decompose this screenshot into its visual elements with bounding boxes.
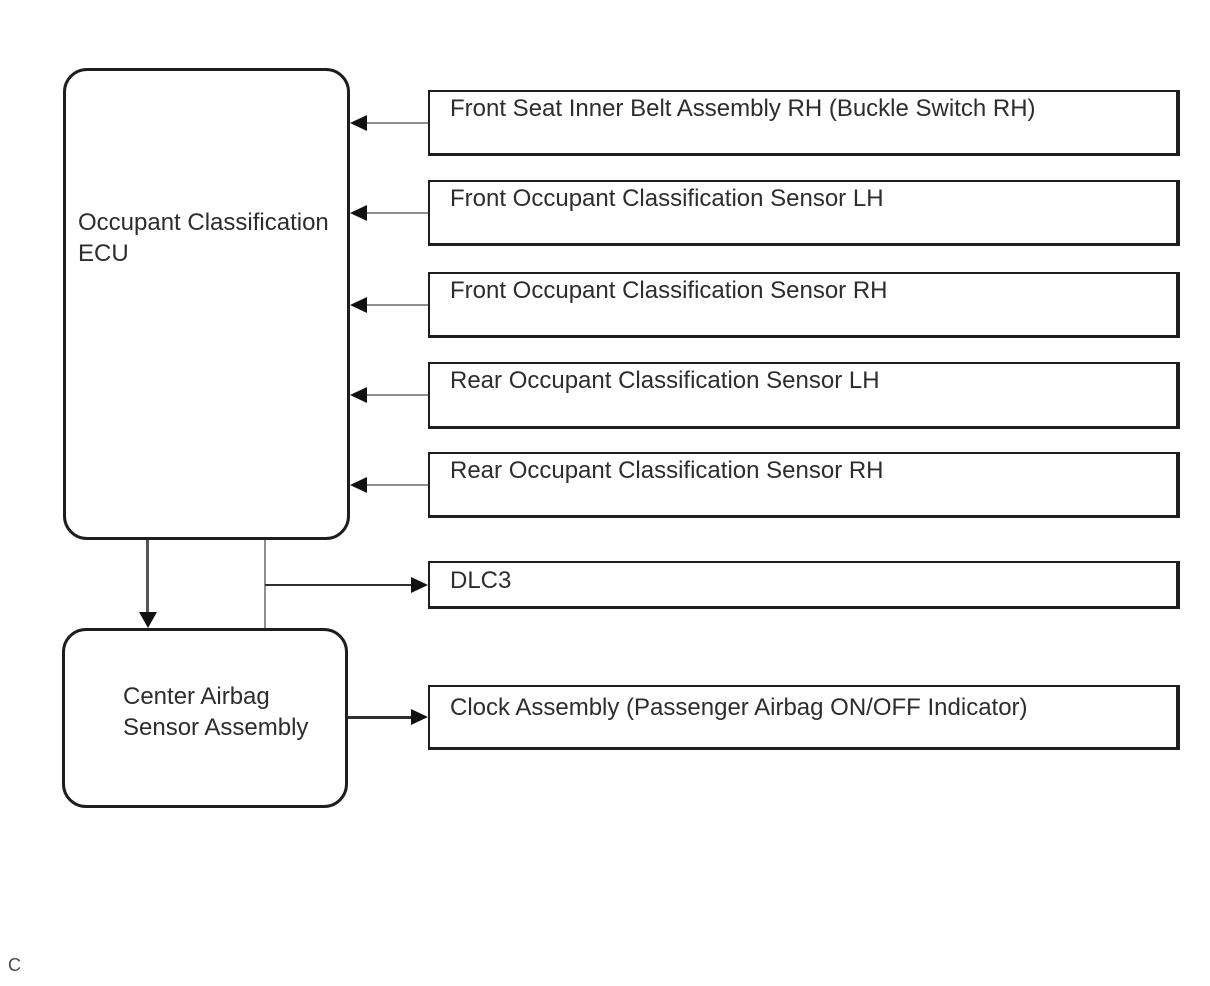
connector-to-dlc3 (265, 584, 413, 586)
arrowhead-right-icon (411, 709, 428, 725)
connector-ecu-to-cas (146, 540, 149, 614)
center-airbag-sensor-label: Center Airbag Sensor Assembly (123, 683, 309, 741)
connector-front-occupant-rh (364, 304, 428, 306)
center-airbag-sensor-box: Center Airbag Sensor Assembly (62, 628, 348, 808)
box-front-occupant-sensor-lh: Front Occupant Classification Sensor LH (428, 180, 1180, 246)
box-dlc3: DLC3 (428, 561, 1180, 609)
arrowhead-down-icon (139, 612, 157, 628)
connector-rear-occupant-rh (364, 484, 428, 486)
box-front-seat-inner-belt-rh: Front Seat Inner Belt Assembly RH (Buckl… (428, 90, 1180, 156)
arrowhead-right-icon (411, 577, 428, 593)
ecu-box: Occupant Classification ECU (63, 68, 350, 540)
box-clock-assembly: Clock Assembly (Passenger Airbag ON/OFF … (428, 685, 1180, 750)
arrowhead-left-icon (350, 477, 367, 493)
connector-to-clock (348, 716, 414, 719)
box-rear-occupant-sensor-lh: Rear Occupant Classification Sensor LH (428, 362, 1180, 429)
connector-rear-occupant-lh (364, 394, 428, 396)
arrowhead-left-icon (350, 115, 367, 131)
connector-front-seat-inner-belt (364, 122, 428, 124)
arrowhead-left-icon (350, 297, 367, 313)
connector-front-occupant-lh (364, 212, 428, 214)
arrowhead-left-icon (350, 387, 367, 403)
box-rear-occupant-sensor-rh: Rear Occupant Classification Sensor RH (428, 452, 1180, 518)
ecu-label: Occupant Classification ECU (78, 209, 329, 267)
box-front-occupant-sensor-rh: Front Occupant Classification Sensor RH (428, 272, 1180, 338)
page-marker: C (8, 955, 21, 975)
arrowhead-left-icon (350, 205, 367, 221)
